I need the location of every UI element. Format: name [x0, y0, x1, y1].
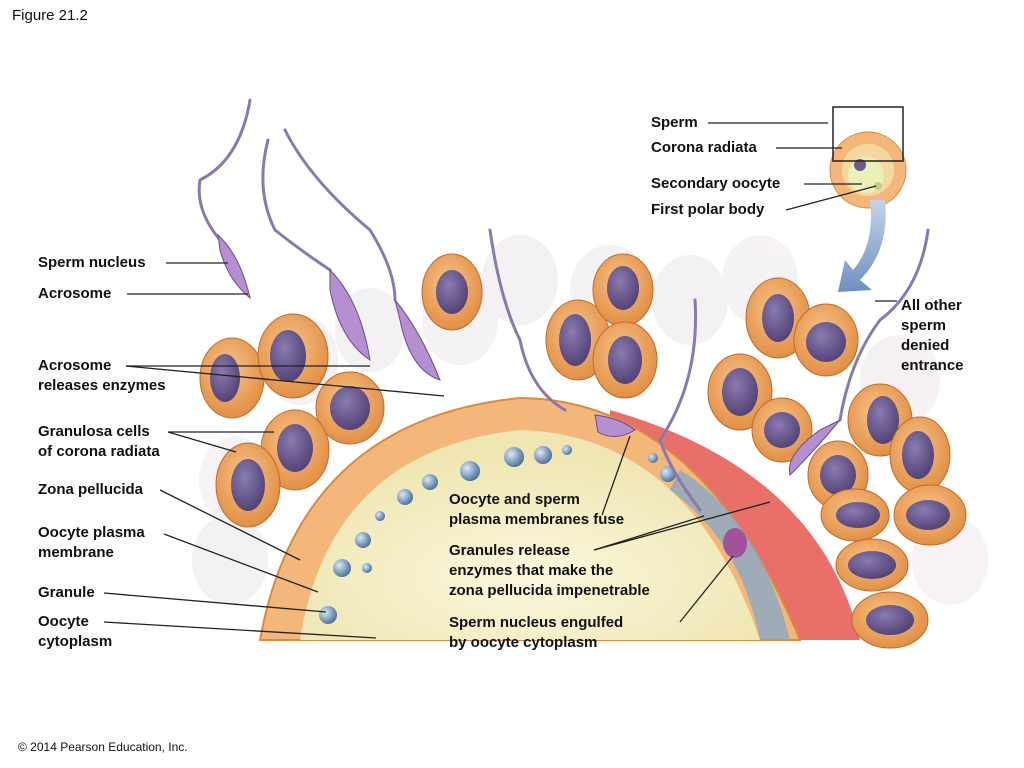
inset-zoom-box	[832, 106, 904, 162]
label-zona-pellucida: Zona pellucida	[38, 481, 144, 498]
granules	[319, 445, 676, 624]
oocyte-cytoplasm	[300, 430, 760, 640]
figure-title: Figure 21.2	[12, 7, 88, 24]
label-granule: Granule	[38, 584, 95, 601]
leader-lines	[103, 122, 897, 639]
label-sperm-nucleus: Sperm nucleus	[38, 254, 146, 271]
label-inset-secondary-oocyte: Secondary oocyte	[651, 175, 781, 192]
inset-oocyte	[829, 106, 907, 209]
engulfed-sperm-nucleus	[723, 528, 747, 558]
copyright-notice: © 2014 Pearson Education, Inc.	[18, 740, 188, 754]
label-inset-sperm: Sperm	[651, 114, 698, 131]
zoom-arrow	[838, 200, 886, 292]
sperm-heads	[217, 233, 841, 476]
label-inset-first-polar-body: First polar body	[651, 201, 765, 218]
granulosa-cells	[199, 253, 967, 649]
sperm-cells	[197, 98, 930, 512]
label-acrosome: Acrosome	[38, 285, 112, 302]
label-inset-corona-radiata: Corona radiata	[651, 139, 757, 156]
